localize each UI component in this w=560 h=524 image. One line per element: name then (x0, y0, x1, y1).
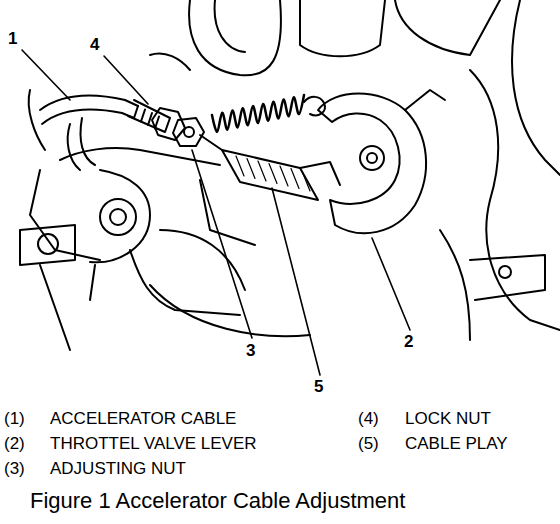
part-name: THROTTEL VALVE LEVER (50, 435, 257, 452)
hatch-stroke (247, 159, 255, 179)
cable-play-bracket (200, 135, 340, 200)
hatch-stroke (236, 156, 244, 176)
thread-stroke (134, 106, 138, 118)
hatch-stroke (269, 164, 277, 184)
accelerator-cable (40, 96, 138, 170)
hatch-stroke (291, 169, 299, 189)
hatch-stroke (280, 166, 288, 186)
leader-lines (22, 50, 410, 375)
thread-stroke (148, 113, 152, 125)
part-name: ADJUSTING NUT (50, 460, 186, 477)
legend-key: (4) (358, 410, 379, 427)
figure-caption: Figure 1 Accelerator Cable Adjustment (30, 490, 405, 512)
callout-number: 5 (314, 378, 323, 395)
part-name: LOCK NUT (405, 410, 491, 427)
lock-nut-shape (152, 108, 185, 140)
callout-number: 2 (404, 333, 413, 350)
callout-number: 1 (8, 30, 17, 47)
part-name: ACCELERATOR CABLE (50, 410, 236, 427)
throttle-valve-lever (304, 90, 445, 233)
adjusting-nut-shape (173, 118, 204, 146)
callout-number: 3 (246, 342, 255, 359)
cable-threaded-end (128, 100, 170, 132)
engine-background (20, 0, 560, 350)
legend-key: (1) (4, 410, 25, 427)
hatch-stroke (302, 171, 310, 191)
legend-key: (3) (4, 460, 25, 477)
legend-key: (2) (4, 435, 25, 452)
thread-stroke (141, 110, 145, 122)
callout-number: 4 (90, 36, 99, 53)
adjusting-nut-bore (184, 127, 194, 137)
hatch-stroke (258, 161, 266, 181)
legend-key: (5) (358, 435, 379, 452)
return-spring (212, 95, 304, 132)
part-name: CABLE PLAY (405, 435, 508, 452)
